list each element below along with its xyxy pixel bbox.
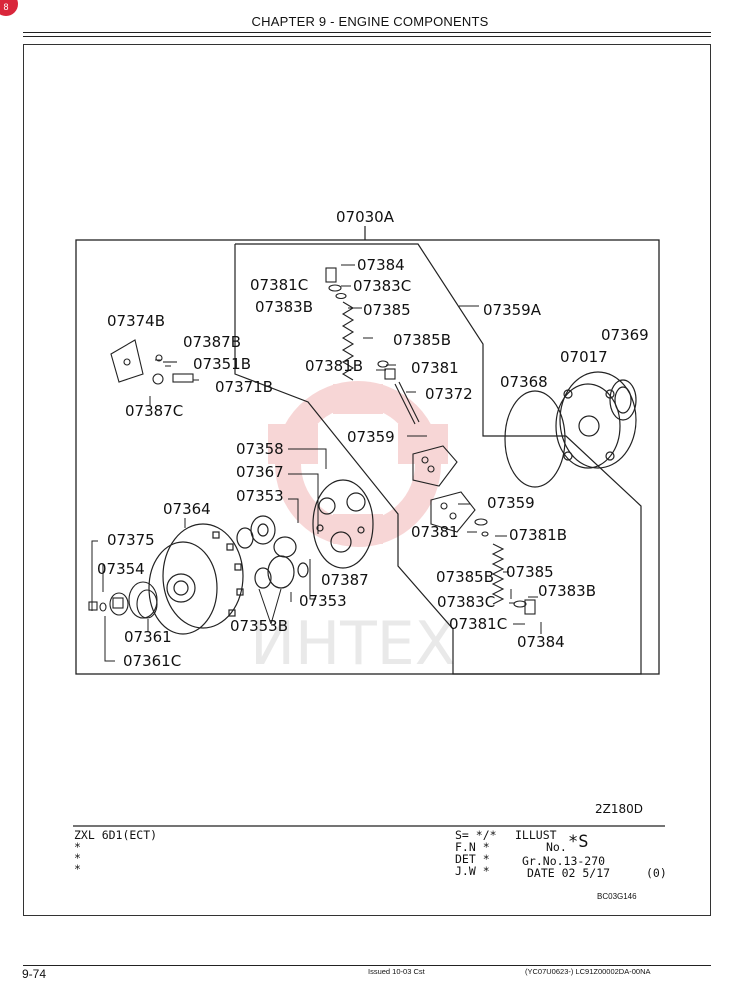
part-label: 07381C <box>250 276 308 294</box>
part-label: 07368 <box>500 373 548 391</box>
part-label: 07381B <box>305 357 363 375</box>
drawing-number: 2Z180D <box>595 802 643 816</box>
part-label: 07358 <box>236 440 284 458</box>
part-label: 07385B <box>436 568 494 586</box>
rotor-lower-icon <box>267 555 295 589</box>
plug-top-icon <box>325 267 337 283</box>
chapter-title: CHAPTER 9 - ENGINE COMPONENTS <box>251 14 489 29</box>
part-label: 07387 <box>321 571 369 589</box>
watermark-text: ИНТЕХ <box>250 609 456 679</box>
serial-text: (YC07U0623-) LC91Z00002DA-00NA <box>525 967 651 976</box>
seal-plug-icon <box>128 581 158 619</box>
footer-rule <box>23 965 711 966</box>
part-label: 07375 <box>107 531 155 549</box>
star-2: * <box>74 851 81 865</box>
valve-subassembly-outline <box>234 243 642 675</box>
header-rule-2 <box>23 36 711 37</box>
part-label: 07384 <box>517 633 565 651</box>
part-label: 07369 <box>601 326 649 344</box>
jw-line: J.W * <box>455 864 490 878</box>
corner-badge-icon: 8 <box>0 0 18 16</box>
group-number: Gr.No.13-270 <box>522 854 606 868</box>
illust-label: ILLUST <box>515 828 557 842</box>
part-label: 07381 <box>411 523 459 541</box>
assembly-label: 07030A <box>336 208 395 226</box>
rear-cover-icon <box>559 371 637 469</box>
rotor-upper-icon <box>250 515 276 545</box>
star-1: * <box>74 840 81 854</box>
assembly-box <box>75 239 660 675</box>
part-label: 07387C <box>125 402 183 420</box>
valve-top-icon <box>384 368 396 380</box>
plug-low-icon <box>524 599 536 615</box>
part-label: 07351B <box>193 355 251 373</box>
part-label: 07387B <box>183 333 241 351</box>
part-label: 07361 <box>124 628 172 646</box>
figure-frame <box>23 44 711 916</box>
part-label: 07381B <box>509 526 567 544</box>
illust-value: *S <box>568 832 589 852</box>
cam-ring-icon <box>312 479 374 569</box>
watermark-gear-icon <box>268 381 448 547</box>
page-number: 9-74 <box>22 967 47 981</box>
fn-line: F.N * <box>455 840 490 854</box>
valve-half-upper-icon <box>412 445 458 487</box>
part-label: 07354 <box>97 560 145 578</box>
part-label: 07359 <box>487 494 535 512</box>
part-label: 07359A <box>483 301 542 319</box>
part-label: 07383C <box>353 277 411 295</box>
header-rule <box>23 32 711 33</box>
valve-half-lower-icon <box>430 491 476 533</box>
doc-code: BC03G146 <box>597 892 637 901</box>
part-label: 07383B <box>538 582 596 600</box>
bolt-icon <box>88 601 98 611</box>
bracket-icon <box>110 339 194 385</box>
model-code: ZXL 6D1(ECT) <box>74 828 158 842</box>
issued-text: Issued 10-03 Cst <box>368 967 425 976</box>
part-label: 07361C <box>123 652 181 670</box>
part-label: 07385B <box>393 331 451 349</box>
vane-icon <box>273 536 297 558</box>
part-label: 07372 <box>425 385 473 403</box>
part-label: 07017 <box>560 348 608 366</box>
part-label: 07385 <box>363 301 411 319</box>
det-line: DET * <box>455 852 490 866</box>
part-label: 07384 <box>357 256 405 274</box>
leader-lines <box>91 264 542 662</box>
spring-top-icon <box>341 301 355 381</box>
part-label: 07367 <box>236 463 284 481</box>
exploded-parts-diagram: ИНТЕХ <box>73 208 665 827</box>
seal-ring-icon <box>609 379 637 421</box>
part-label: 07353 <box>299 592 347 610</box>
part-label: 07381 <box>411 359 459 377</box>
part-label: 07371B <box>215 378 273 396</box>
date-line: DATE 02 5/17 <box>527 866 611 880</box>
part-label: 07374B <box>107 312 165 330</box>
star-3: * <box>74 862 81 876</box>
illust-no-label: No. <box>546 840 567 854</box>
o-ring-large-icon <box>504 390 566 488</box>
spring-low-icon <box>491 543 505 605</box>
s-line: S= */* <box>455 828 497 842</box>
o-ring-small-icon <box>136 589 158 619</box>
part-label: 07353B <box>230 617 288 635</box>
part-label: 07383C <box>437 593 495 611</box>
part-label: 07353 <box>236 487 284 505</box>
part-label: 07383B <box>255 298 313 316</box>
part-label: 07381C <box>449 615 507 633</box>
pump-body-icon <box>148 523 244 635</box>
part-label: 07359 <box>347 428 395 446</box>
date-suffix: (0) <box>646 866 667 880</box>
part-label: 07385 <box>506 563 554 581</box>
part-label: 07364 <box>163 500 211 518</box>
